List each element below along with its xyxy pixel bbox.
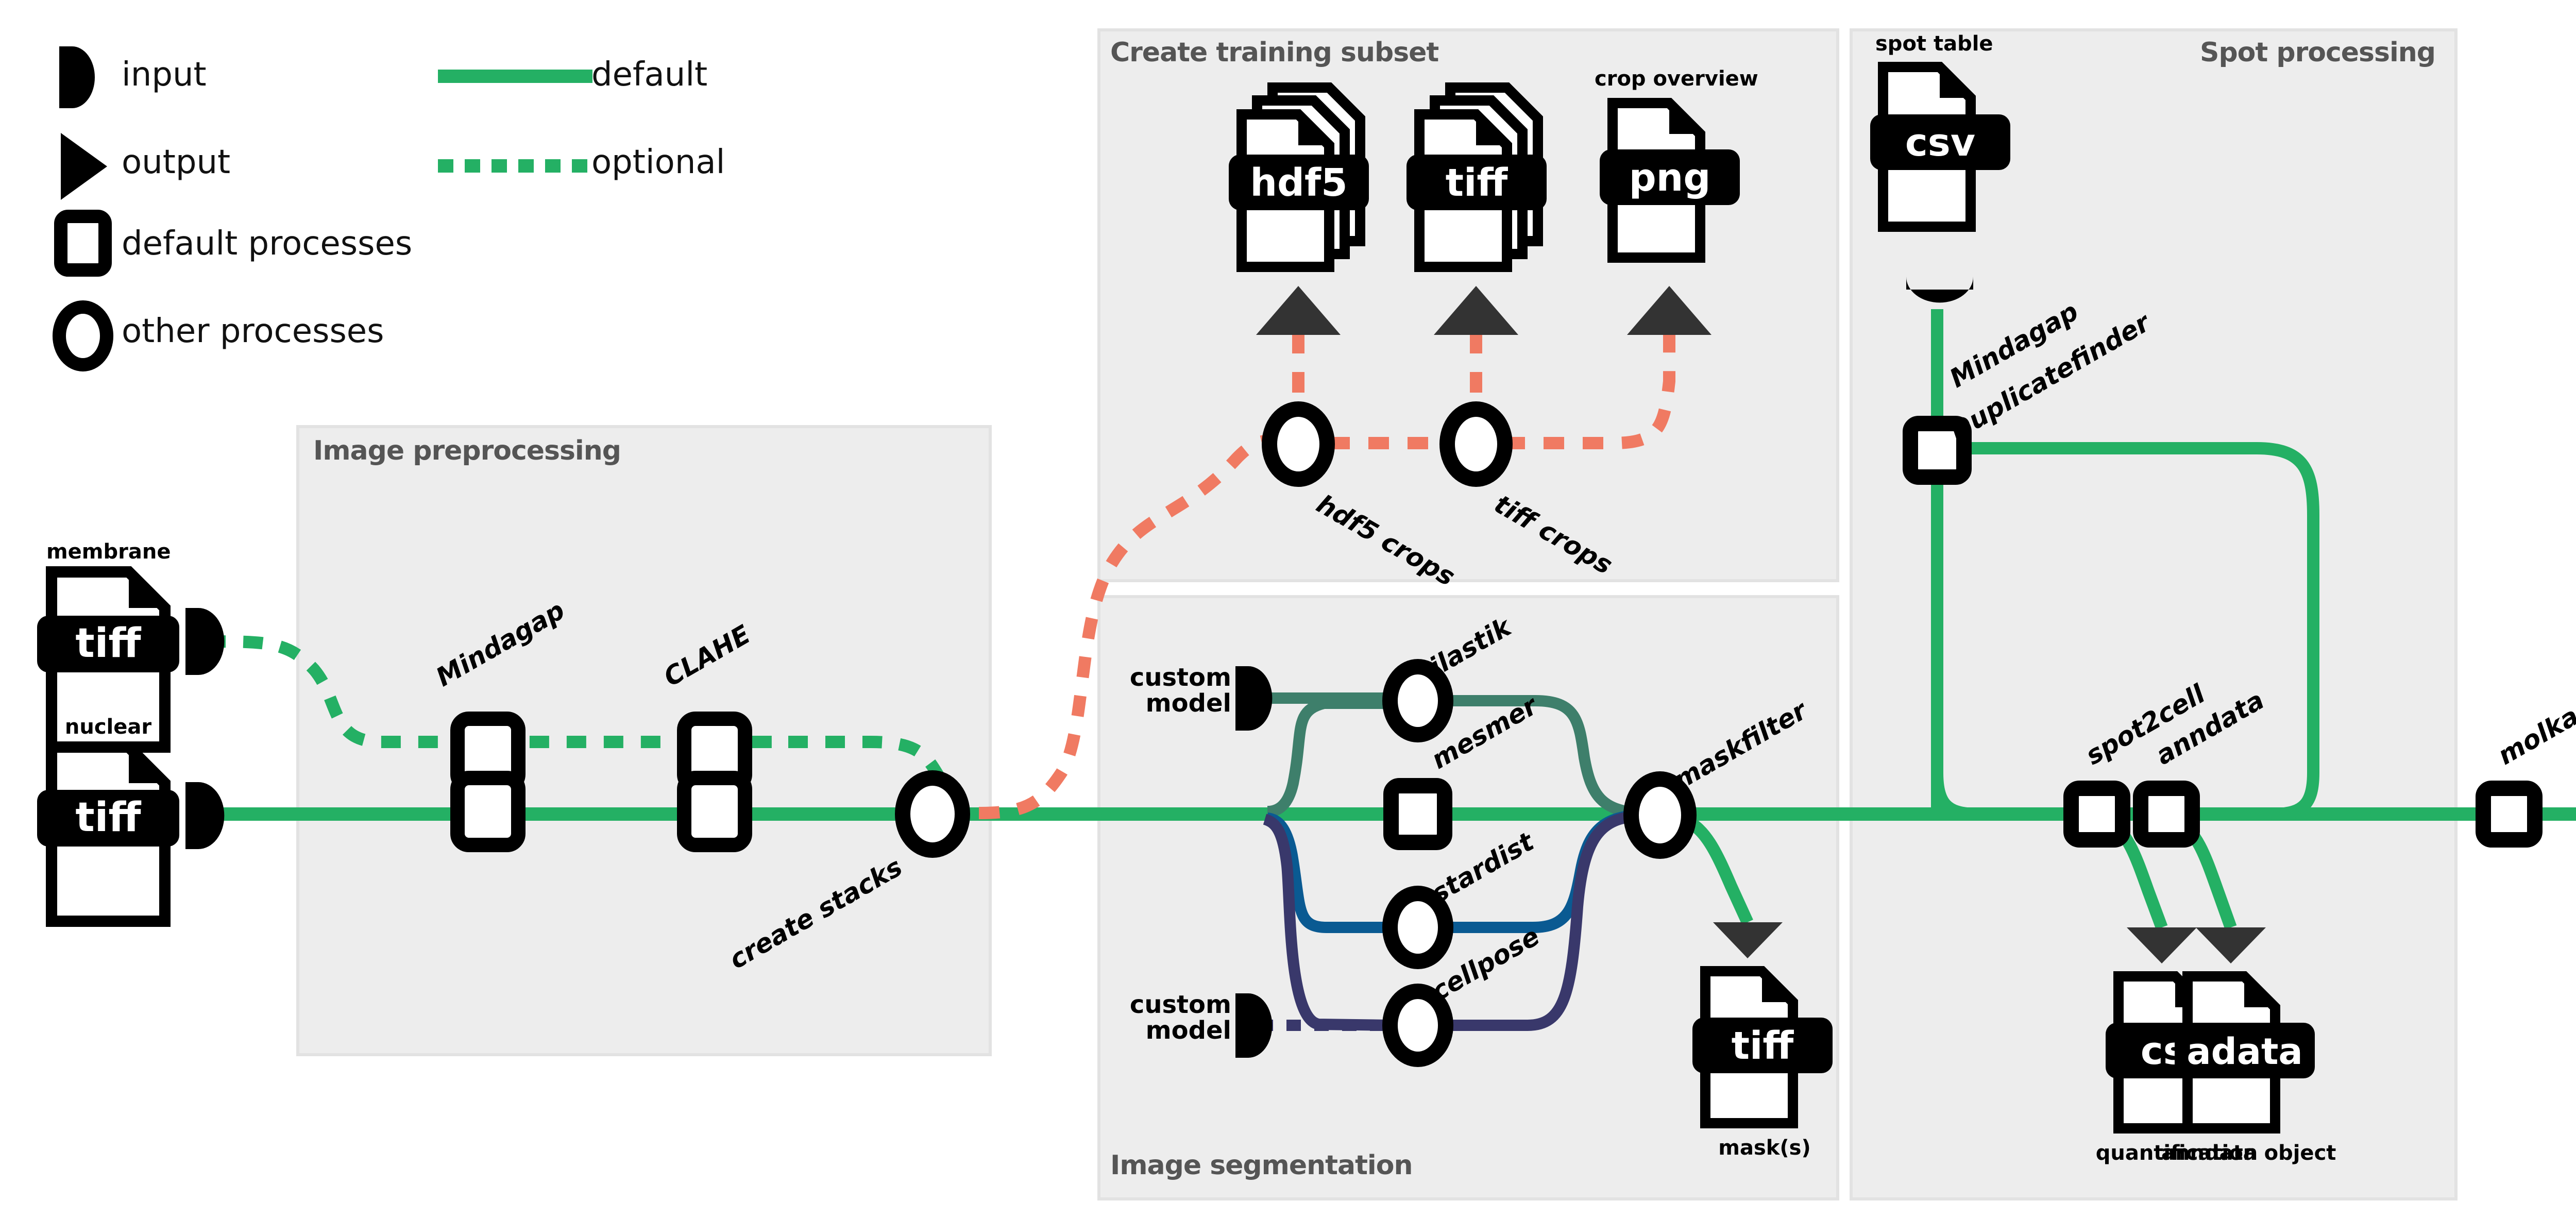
legend-square-node-icon [54, 210, 112, 277]
caption-crop-overview: crop overview [1595, 67, 1758, 91]
legend-label-default-line: default [591, 56, 708, 94]
panel-title-image-segmentation: Image segmentation [1110, 1150, 1413, 1181]
panel-title-image-preprocessing: Image preprocessing [313, 435, 621, 466]
panel-create-training-subset [1097, 28, 1839, 582]
caption-membrane: membrane [46, 540, 171, 564]
caption-quantification: quantification [2095, 1141, 2258, 1165]
input-marker-membrane [185, 608, 225, 675]
custom-model-line1: custom model [1129, 663, 1231, 718]
caption-mask: mask(s) [1718, 1136, 1811, 1160]
legend-label-output: output [122, 143, 231, 181]
caption-nuclear: nuclear [64, 715, 152, 739]
legend-label-other-processes: other processes [122, 312, 384, 350]
svg-text:tiff: tiff [75, 794, 141, 841]
label-custom-model-cellpose: custom model [1092, 992, 1231, 1044]
panel-spot-processing [1850, 28, 2458, 1200]
legend-label-default-processes: default processes [122, 225, 413, 263]
legend-label-input: input [122, 56, 207, 94]
label-custom-model-ilastik: custom model [1092, 665, 1231, 717]
svg-text:tiff: tiff [75, 620, 141, 667]
file-icon-nuclear-tiff: tiff [37, 741, 179, 927]
legend-output-arrow-icon [61, 133, 107, 200]
input-marker-nuclear [185, 782, 225, 849]
legend-circle-node-icon [53, 300, 113, 371]
panel-image-preprocessing [296, 425, 992, 1056]
legend-input-marker-icon [59, 46, 95, 108]
panel-title-spot-processing: Spot processing [2200, 37, 2436, 68]
custom-model-line1-b: custom model [1129, 990, 1231, 1045]
caption-anndata-object: anndata object [2161, 1141, 2336, 1165]
panel-title-create-training-subset: Create training subset [1110, 37, 1439, 68]
caption-spot-table: spot table [1875, 32, 1993, 56]
node-molkartqc [2476, 781, 2543, 848]
legend-label-optional-line: optional [591, 143, 725, 181]
label-molkartqc: molkartqc [2493, 671, 2576, 771]
